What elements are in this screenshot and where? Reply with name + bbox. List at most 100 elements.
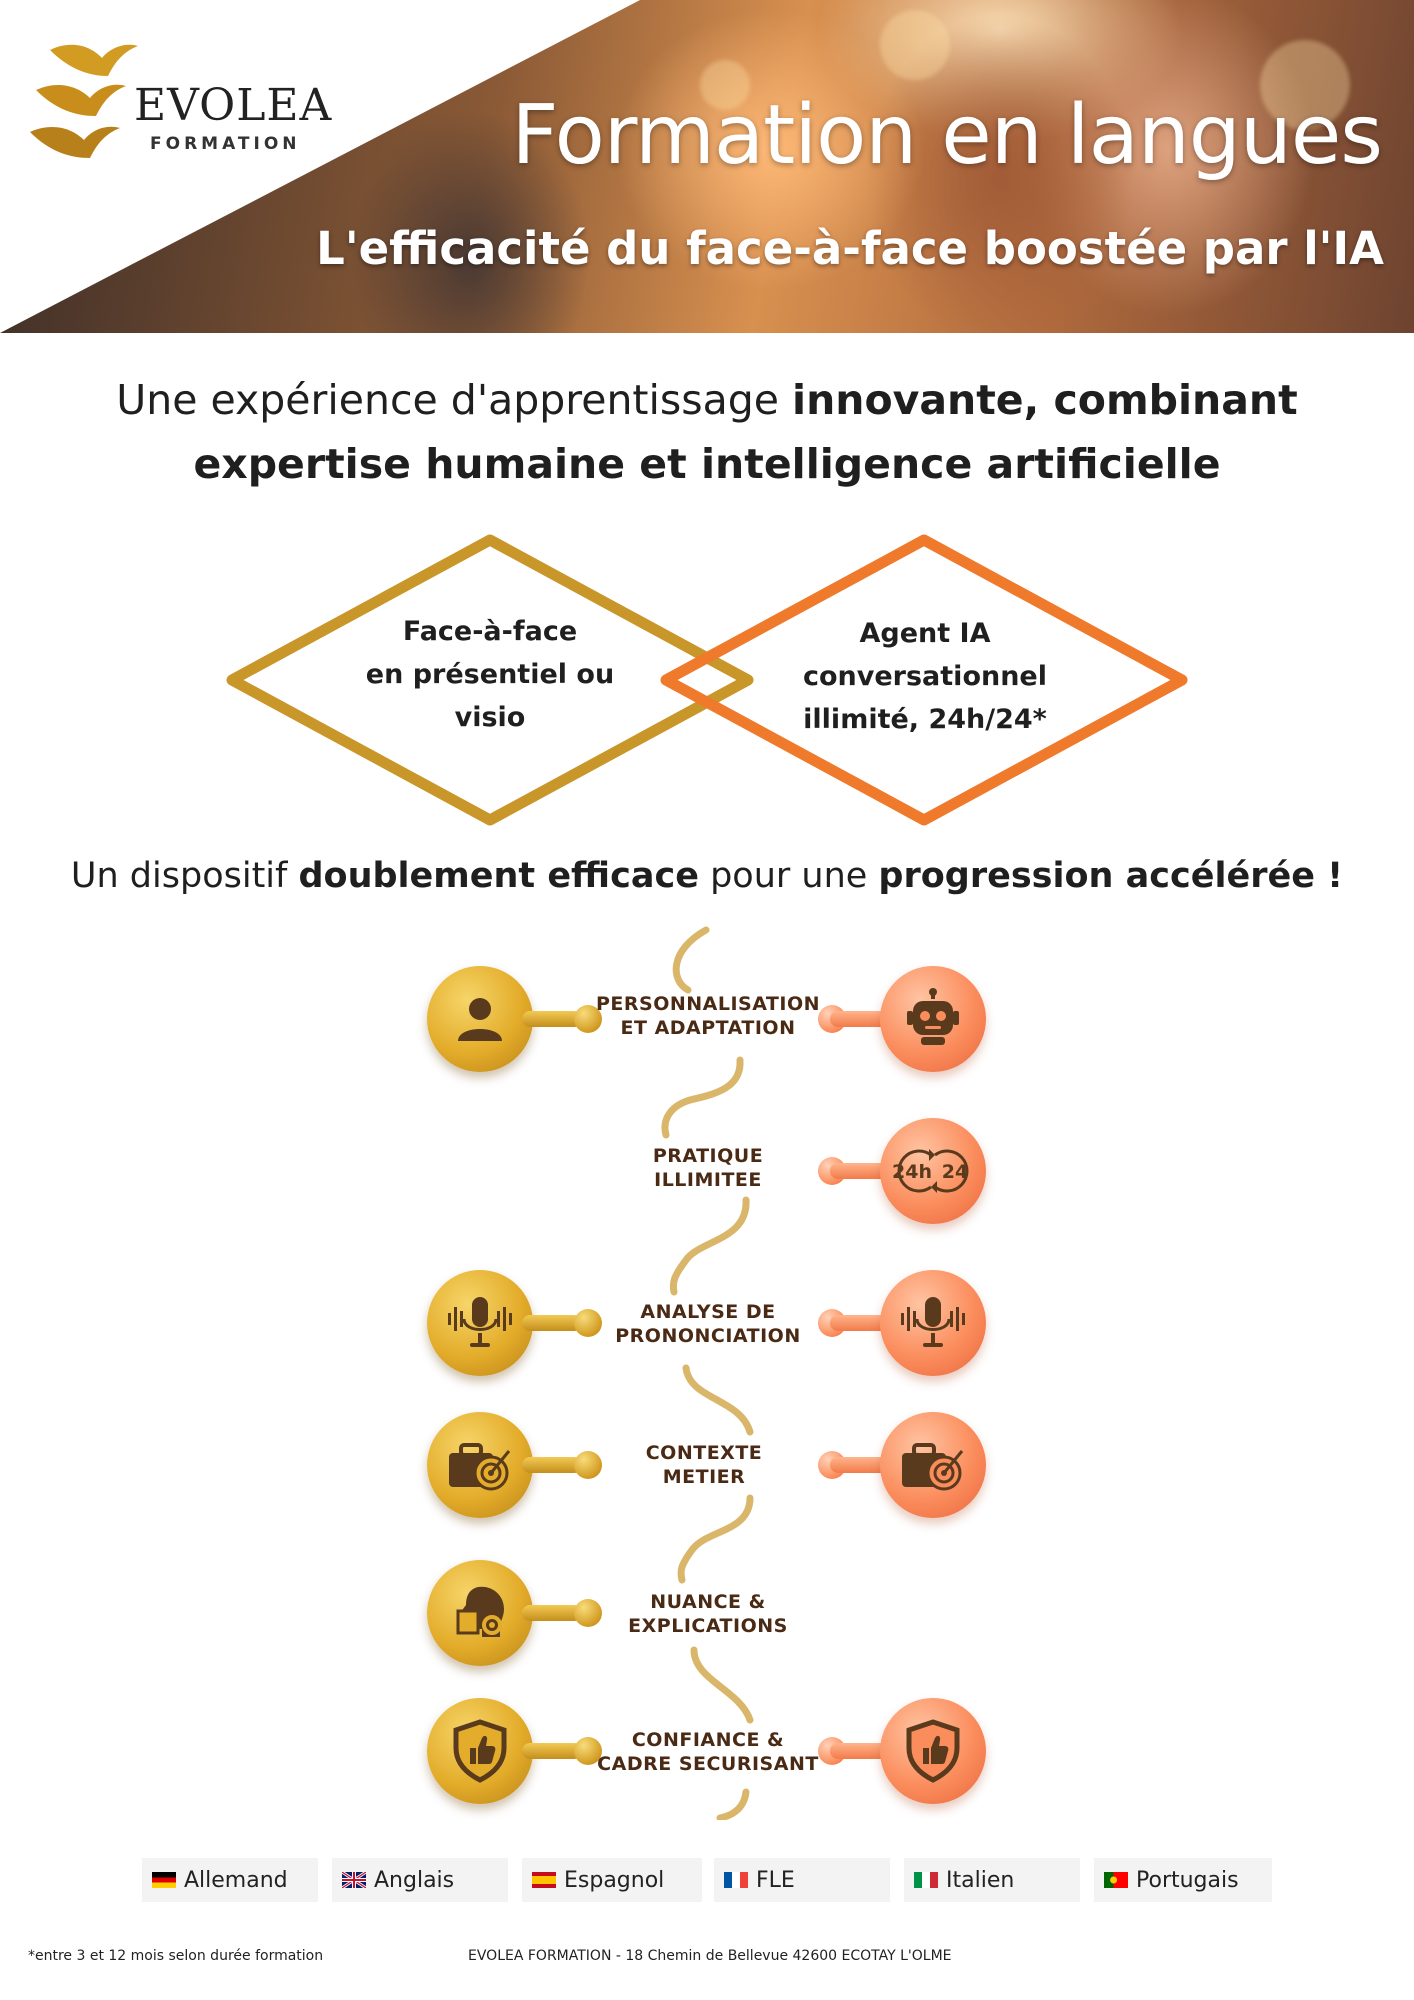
feature-3-line-1: ANALYSE DE [640,1301,776,1323]
feature-label-6: CONFIANCE & CADRE SECURISANT [588,1728,828,1776]
subhead-bold-1: doublement efficace [298,856,699,896]
subhead-text-1: Un dispositif [70,856,299,896]
feature-6-line-1: CONFIANCE & [631,1729,785,1751]
logo-subtitle: FORMATION [150,134,301,154]
knob-gold-1 [574,1005,602,1033]
stem-gold-5 [522,1605,582,1621]
stem-orange-6 [830,1743,890,1759]
headline-bold-line2: expertise humaine et intelligence artifi… [193,440,1221,488]
diamond-right-text: Agent IA conversationnel illimité, 24h/2… [775,612,1075,741]
feature-6-line-2: CADRE SECURISANT [597,1753,819,1775]
spain-flag-icon [532,1872,556,1888]
language-chip-portugais: Portugais [1094,1858,1272,1902]
feature-3-line-2: PRONONCIATION [615,1325,801,1347]
microphone-icon [901,1297,965,1347]
robot-icon [907,988,959,1045]
language-label: Allemand [184,1867,288,1893]
puzzle-head-icon [456,1586,504,1637]
stem-gold-3 [522,1315,582,1331]
24-text: 24 [942,1161,968,1183]
diamond-right-line-2: conversationnel [802,661,1047,692]
feature-label-1: PERSONNALISATION ET ADAPTATION [588,992,828,1040]
briefcase-target-icon [449,1443,511,1491]
feature-5-line-1: NUANCE & [650,1591,766,1613]
bird-logo-icon [30,44,138,158]
portugal-flag-icon [1104,1872,1128,1888]
bubble-gold-confiance [427,1698,533,1804]
bubble-gold-contexte [427,1412,533,1518]
diamond-left-text: Face-à-face en présentiel ou visio [340,610,640,739]
bubble-orange-analyse [880,1270,986,1376]
diamond-agent-ia [660,534,1188,826]
feature-1-line-1: PERSONNALISATION [595,993,821,1015]
footnote: *entre 3 et 12 mois selon durée formatio… [28,1948,324,1964]
language-chip-fle: FLE [714,1858,890,1902]
language-label: Portugais [1136,1867,1239,1893]
france-flag-icon [724,1872,748,1888]
knob-gold-6 [574,1737,602,1765]
wavy-connector [661,926,754,1820]
language-label: Espagnol [564,1867,665,1893]
diamond-left-line-2: en présentiel ou [365,659,615,690]
page-title: Formation en langues [511,88,1383,183]
24h-icon: 24h 24 [892,1149,969,1193]
header-banner: EVOLEA FORMATION Formation en langues L'… [0,0,1414,333]
headline-bold: innovante, combinant [792,376,1298,424]
footer-address: EVOLEA FORMATION - 18 Chemin de Bellevue… [468,1948,952,1964]
knob-gold-3 [574,1309,602,1337]
diamond-right-line-3: illimité, 24h/24* [803,704,1047,735]
feature-2-line-2: ILLIMITEE [654,1169,762,1191]
german-flag-icon [152,1872,176,1888]
language-label: Anglais [374,1867,455,1893]
language-chip-italien: Italien [904,1858,1080,1902]
diamond-right-line-1: Agent IA [859,618,991,649]
bubble-gold-nuance [427,1560,533,1666]
diamonds-graphic [226,534,1188,826]
stem-gold-4 [522,1457,582,1473]
italy-flag-icon [914,1872,938,1888]
subhead-bold-2: progression accélérée ! [878,856,1344,896]
headline-regular: Une expérience d'apprentissage [116,376,793,424]
feature-label-3: ANALYSE DE PRONONCIATION [588,1300,828,1348]
bubble-orange-pratique: 24h 24 [880,1118,986,1224]
briefcase-target-icon [902,1443,964,1491]
headline-line-1: Une expérience d'apprentissage innovante… [0,368,1414,432]
headline-line-2: expertise humaine et intelligence artifi… [0,432,1414,496]
language-chip-anglais: Anglais [332,1858,508,1902]
uk-flag-icon [342,1872,366,1888]
intro-headline: Une expérience d'apprentissage innovante… [0,368,1414,496]
24h-text: 24h [892,1161,932,1183]
page-subtitle: L'efficacité du face-à-face boostée par … [316,222,1384,275]
language-chip-allemand: Allemand [142,1858,318,1902]
feature-2-line-1: PRATIQUE [652,1145,764,1167]
bubble-orange-confiance [880,1698,986,1804]
feature-5-line-2: EXPLICATIONS [628,1615,788,1637]
stem-gold-6 [522,1743,582,1759]
feature-label-4: CONTEXTE METIER [584,1441,824,1489]
feature-1-line-2: ET ADAPTATION [620,1017,796,1039]
logo-name: EVOLEA [134,80,333,131]
diamond-left-line-3: visio [454,702,526,733]
efficacy-headline: Un dispositif doublement efficace pour u… [0,856,1414,896]
language-label: FLE [756,1867,795,1893]
bubble-orange-contexte [880,1412,986,1518]
stem-orange-1 [830,1011,890,1027]
feature-4-line-1: CONTEXTE [645,1442,763,1464]
bubble-orange-personnalisation [880,966,986,1072]
evolea-logo: EVOLEA FORMATION [30,30,331,170]
stem-gold-1 [522,1011,582,1027]
stem-orange-4 [830,1457,890,1473]
feature-label-2: PRATIQUE ILLIMITEE [588,1144,828,1192]
feature-4-line-2: METIER [662,1466,746,1488]
feature-label-5: NUANCE & EXPLICATIONS [588,1590,828,1638]
diamond-left-line-1: Face-à-face [402,616,578,647]
bubble-gold-analyse [427,1270,533,1376]
subhead-text-2: pour une [698,856,879,896]
stem-orange-2 [830,1163,890,1179]
shield-thumb-icon [906,1719,960,1783]
shield-thumb-icon [453,1719,507,1783]
language-chip-espagnol: Espagnol [522,1858,702,1902]
language-label: Italien [946,1867,1015,1893]
bubble-gold-personnalisation [427,966,533,1072]
user-icon [458,998,502,1041]
